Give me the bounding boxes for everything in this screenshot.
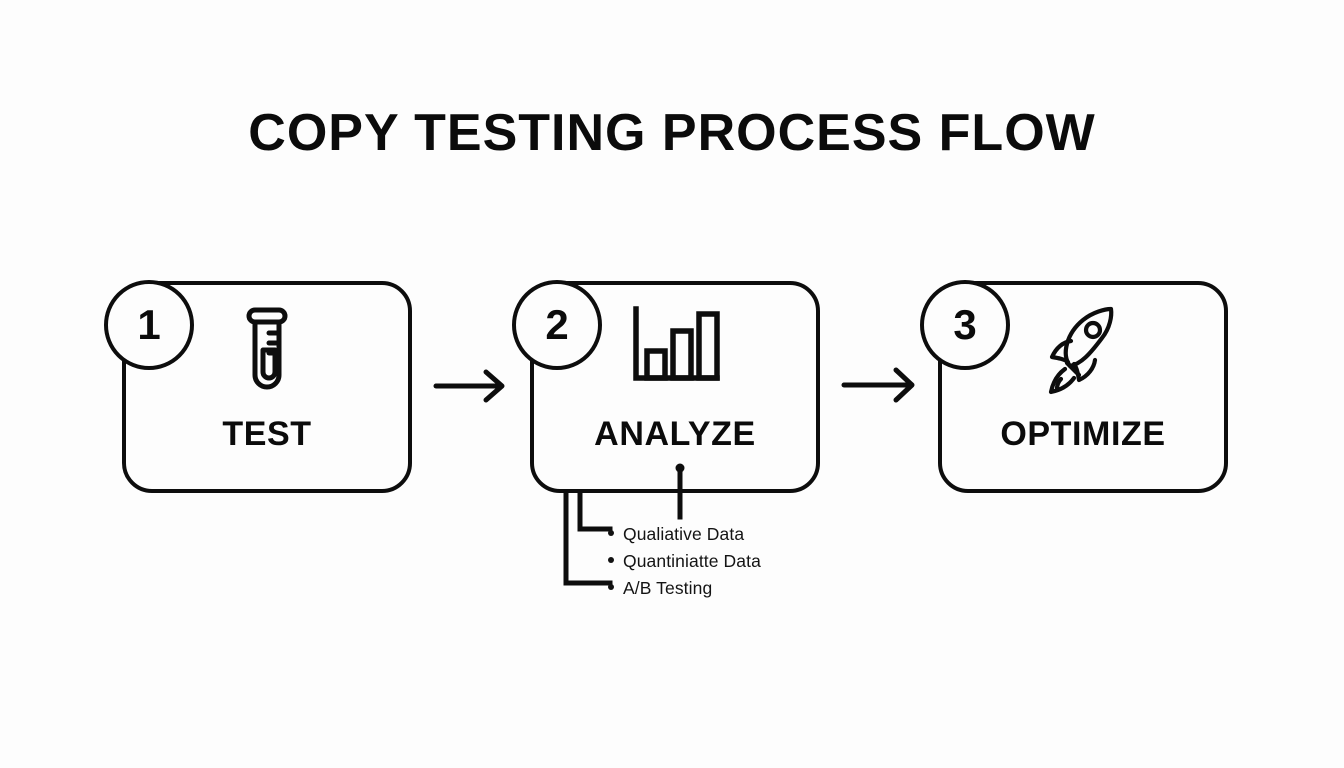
page-title: COPY TESTING PROCESS FLOW [248,104,1096,162]
step-number-badge-1: 1 [104,280,194,370]
analyze-detail-label: Qualiative Data [623,524,745,544]
bullet-dot-icon [608,530,614,536]
step-label-analyze: ANALYZE [594,415,756,453]
step-number-badge-3: 3 [920,280,1010,370]
rocket-icon [1037,303,1129,404]
analyze-detail-item: Qualiative Data [608,524,744,545]
bar-chart-icon [625,303,725,396]
step-label-test: TEST [222,415,312,453]
step-number-2: 2 [545,301,569,348]
analyze-detail-label: Quantiniatte Data [623,551,761,571]
analyze-detail-item: Quantiniatte Data [608,551,761,572]
step-number-1: 1 [137,301,161,348]
step-label-optimize: OPTIMIZE [1000,415,1166,453]
test-tube-icon [235,303,299,404]
step-number-badge-2: 2 [512,280,602,370]
arrow-step1-to-step2 [432,368,516,409]
analyze-detail-item: A/B Testing [608,578,712,599]
bullet-dot-icon [608,584,614,590]
bullet-dot-icon [608,557,614,563]
arrow-step2-to-step3 [840,360,932,411]
analyze-detail-label: A/B Testing [623,578,713,598]
step-number-3: 3 [953,301,977,348]
step-box-test[interactable]: TEST [122,281,412,493]
